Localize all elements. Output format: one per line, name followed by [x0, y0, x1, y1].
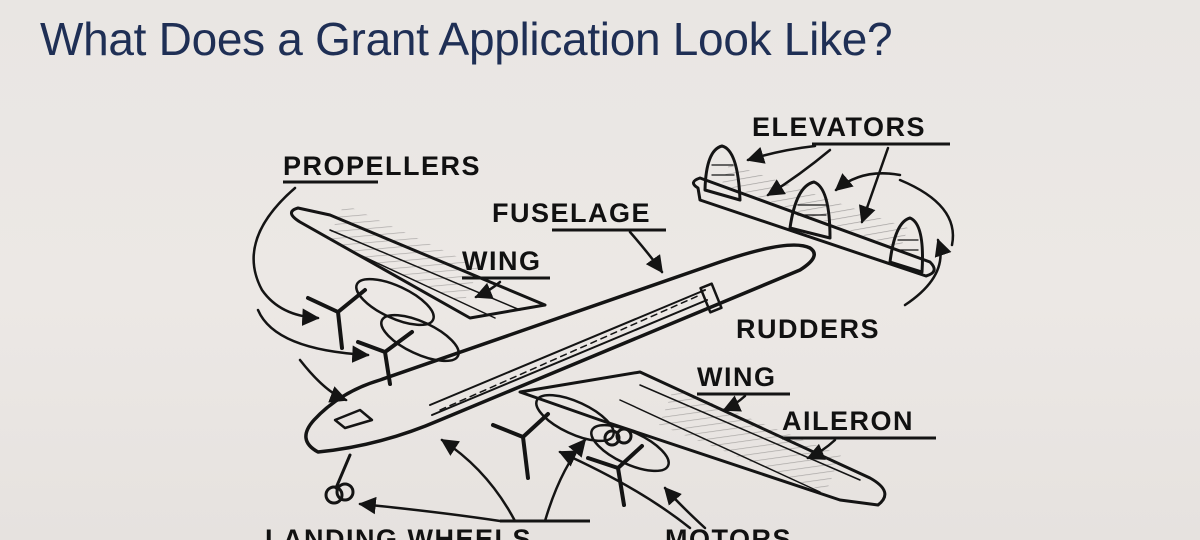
tail-fin-center	[788, 180, 832, 240]
tail-fin-left	[703, 144, 742, 202]
label-rudders: RUDDERS	[736, 314, 880, 344]
tail-fin-right	[888, 216, 924, 274]
airplane-illustration	[290, 144, 936, 507]
label-landing-wheels: LANDING WHEELS	[265, 524, 532, 540]
label-motors: MOTORS	[665, 524, 792, 540]
slide-title: What Does a Grant Application Look Like?	[40, 13, 893, 65]
front-wing	[518, 370, 887, 507]
landing-gear	[324, 427, 633, 505]
engines	[355, 277, 670, 473]
back-wing	[290, 206, 547, 320]
fuselage-body	[304, 243, 816, 454]
label-wing-left: WING	[462, 246, 542, 276]
propeller-blades	[306, 288, 644, 507]
label-elevators: ELEVATORS	[752, 112, 926, 142]
label-wing-right: WING	[697, 362, 777, 392]
label-propellers: PROPELLERS	[283, 151, 481, 181]
horizontal-stabilizer	[692, 176, 936, 278]
leader-arrows	[252, 144, 955, 530]
fuselage-windows	[429, 289, 708, 416]
label-aileron: AILERON	[782, 406, 914, 436]
label-fuselage: FUSELAGE	[492, 198, 651, 228]
